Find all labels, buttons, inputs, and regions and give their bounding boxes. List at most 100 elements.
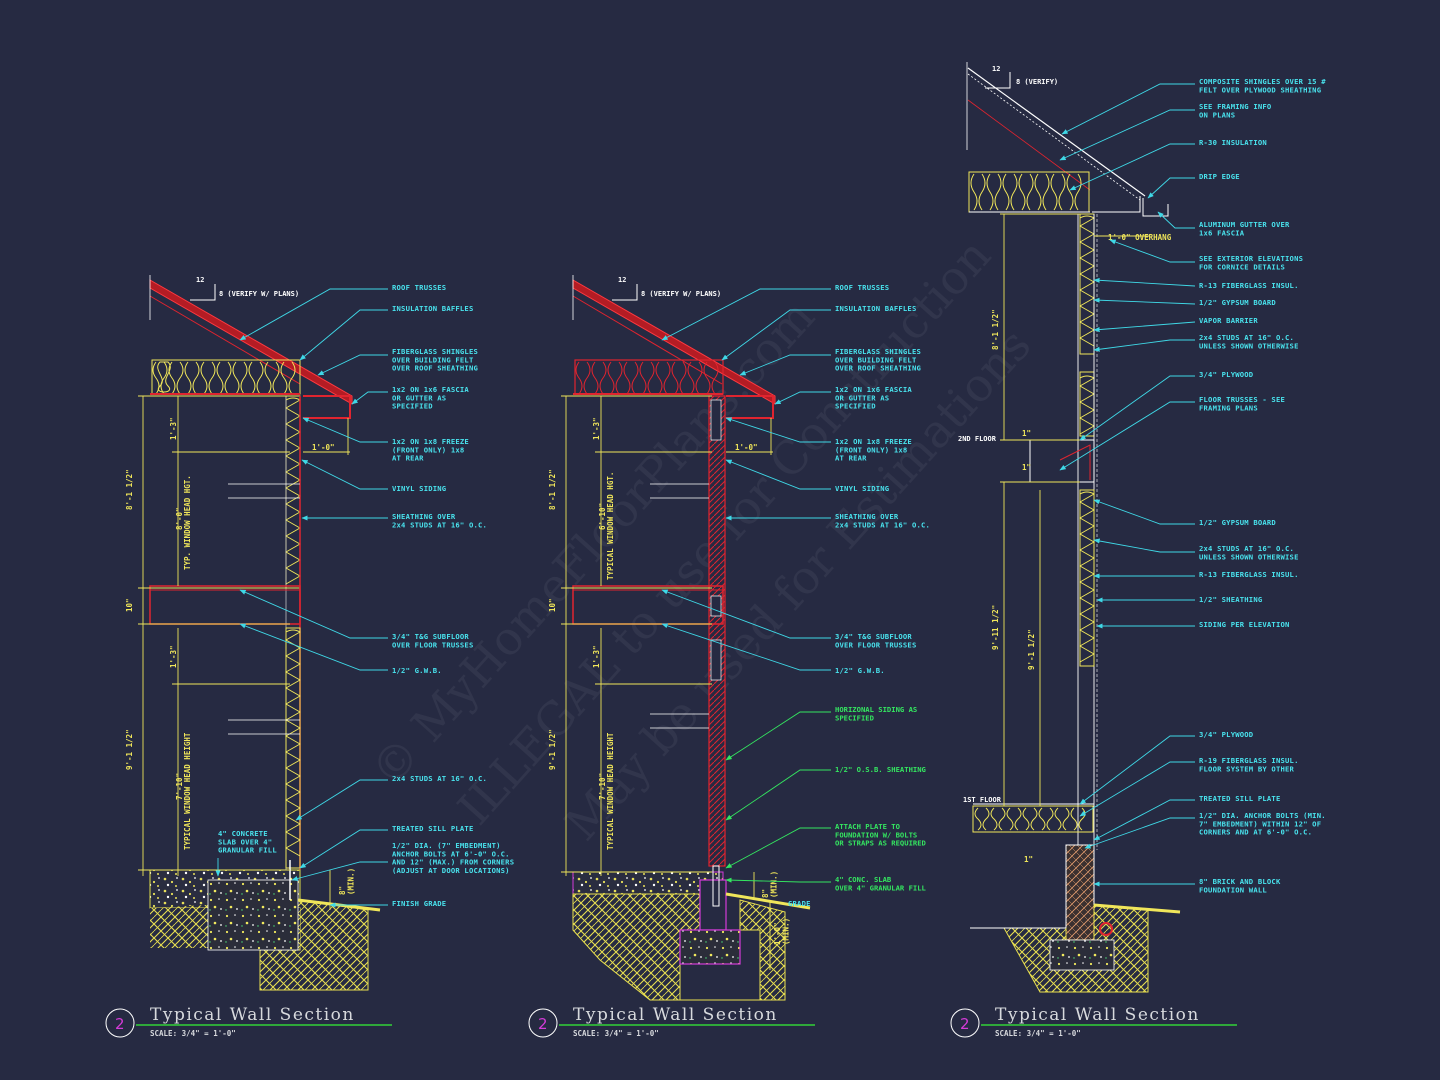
dim-window-head-label: TYP. WINDOW HEAD HGT.	[183, 475, 192, 570]
slope-rise: 12	[992, 65, 1000, 73]
drain-pipe	[1099, 922, 1113, 936]
dim-upper-height: 8'-1 1/2"	[125, 469, 134, 510]
note-insulation-baffles: INSULATION BAFFLES	[392, 304, 474, 313]
wall-section-1: 12 8 (VERIFY W/ PLANS)	[105, 275, 514, 1038]
note-vapor-barrier: VAPOR BARRIER	[1199, 316, 1258, 325]
note-r13-lower: R-13 FIBERGLASS INSUL.	[1199, 570, 1299, 579]
dim-lower-height: 9'-11 1/2"	[991, 605, 1000, 650]
note-composite-shingles: COMPOSITE SHINGLES OVER 15 #FELT OVER PL…	[1199, 77, 1326, 94]
note-plywood-upper: 3/4" PLYWOOD	[1199, 370, 1253, 379]
dim-lower-gap: 1'-3"	[592, 645, 601, 668]
foundation-wall	[1065, 844, 1095, 941]
note-anchor-bolts: 1/2" DIA. ANCHOR BOLTS (MIN.7" EMBEDMENT…	[1199, 811, 1326, 837]
detail-bubble	[950, 1008, 980, 1038]
section-title: Typical Wall Section	[995, 1005, 1200, 1025]
first-floor-insulation	[972, 805, 1094, 833]
floor-2-label: 2ND FLOOR	[958, 435, 997, 443]
note-sill-plate: TREATED SILL PLATE	[1199, 794, 1281, 803]
watermark-line-3: May be used for Estimations	[554, 318, 1041, 850]
dim-lower-gap: 1'-3"	[169, 645, 178, 668]
section-scale: SCALE: 3/4" = 1'-0"	[995, 1029, 1081, 1038]
note-gwb: 1/2" G.W.B.	[835, 666, 885, 675]
dim-lower-inner: 9'-1 1/2"	[1027, 629, 1036, 670]
section-scale: SCALE: 3/4" = 1'-0"	[573, 1029, 659, 1038]
note-gypsum-lower: 1/2" GYPSUM BOARD	[1199, 518, 1276, 527]
slope-note: 8 (VERIFY)	[1016, 78, 1058, 86]
dim-min-height: 8"(MIN.)	[338, 868, 356, 895]
note-sheathing: 1/2" SHEATHING	[1199, 595, 1262, 604]
dim-overhang: 1'-0"	[312, 443, 335, 452]
dim-window-head-label: TYPICAL WINDOW HEAD HGT.	[606, 472, 615, 580]
note-drip-edge: DRIP EDGE	[1199, 172, 1240, 181]
section-title: Typical Wall Section	[150, 1005, 355, 1025]
dim-window-head: 8'-0"	[175, 507, 184, 530]
dim-small-b: 1"	[1022, 463, 1031, 472]
dim-floor-depth: 10"	[125, 598, 134, 612]
dim-lower-height: 9'-1 1/2"	[125, 729, 134, 770]
note-vinyl-siding: VINYL SIDING	[835, 484, 889, 493]
note-r19: R-19 FIBERGLASS INSUL.FLOOR SYSTEM BY OT…	[1199, 756, 1299, 773]
note-siding: SIDING PER ELEVATION	[1199, 620, 1290, 629]
note-r30: R-30 INSULATION	[1199, 138, 1267, 147]
dim-floor-depth: 10"	[548, 598, 557, 612]
dim-top-gap: 1'-3"	[592, 417, 601, 440]
note-studs-lower: 2x4 STUDS AT 16" O.C.UNLESS SHOWN OTHERW…	[1199, 544, 1299, 561]
dim-lower-window: 7'-10"	[598, 773, 607, 800]
note-studs: 2x4 STUDS AT 16" O.C.	[392, 774, 487, 783]
wall-section-3: 12 8 (VERIFY)	[950, 62, 1326, 1038]
fascia	[303, 395, 351, 419]
dim-top-gap: 1'-3"	[169, 417, 178, 440]
dim-lower-window: 7'-10"	[175, 773, 184, 800]
footing	[679, 929, 741, 965]
grade-soil	[572, 893, 786, 1001]
dim-upper-height: 8'-1 1/2"	[548, 469, 557, 510]
dim-lower-height: 9'-1 1/2"	[548, 729, 557, 770]
note-gypsum-upper: 1/2" GYPSUM BOARD	[1199, 298, 1276, 307]
dim-min-height: 8"(MIN.)	[761, 871, 779, 898]
roof-truss-chord	[149, 295, 301, 385]
note-finish-grade: FINISH GRADE	[392, 899, 446, 908]
note-osb-sheathing: 1/2" O.S.B. SHEATHING	[835, 765, 926, 774]
section-title: Typical Wall Section	[573, 1005, 778, 1025]
overhang-label: 1'-0" OVERHANG	[1108, 233, 1172, 242]
slope-indicator	[190, 284, 216, 301]
note-studs-upper: 2x4 STUDS AT 16" O.C.UNLESS SHOWN OTHERW…	[1199, 333, 1299, 350]
note-anchor-bolts: 1/2" DIA. (7" EMBEDMENT)ANCHOR BOLTS AT …	[392, 841, 514, 875]
dim-small-a: 1"	[1022, 429, 1031, 438]
slope-rise: 12	[618, 276, 626, 284]
ceiling-insulation	[968, 171, 1090, 213]
roof-shingles	[967, 67, 1146, 197]
detail-bubble-number: 2	[115, 1015, 125, 1033]
wall-framing	[708, 395, 726, 867]
detail-bubble	[528, 1008, 558, 1038]
note-roof-trusses: ROOF TRUSSES	[835, 283, 889, 292]
grade-label: GRADE	[788, 899, 811, 908]
dim-lower-window-label: TYPICAL WINDOW HEAD HEIGHT	[606, 732, 615, 850]
floor-system	[149, 585, 301, 625]
dim-upper-height: 8'-1 1/2"	[991, 309, 1000, 350]
note-vinyl-siding: VINYL SIDING	[392, 484, 446, 493]
wall-section-2: 12 8 (VERIFY W/ PLANS) GRADE	[528, 275, 930, 1038]
dim-window-head: 6'-10"	[598, 503, 607, 530]
note-roof-trusses: ROOF TRUSSES	[392, 283, 446, 292]
note-plywood-lower: 3/4" PLYWOOD	[1199, 730, 1253, 739]
gutter	[1142, 198, 1169, 217]
note-sill-plate: TREATED SILL PLATE	[392, 824, 474, 833]
dim-overhang: 1'-0"	[735, 443, 758, 452]
